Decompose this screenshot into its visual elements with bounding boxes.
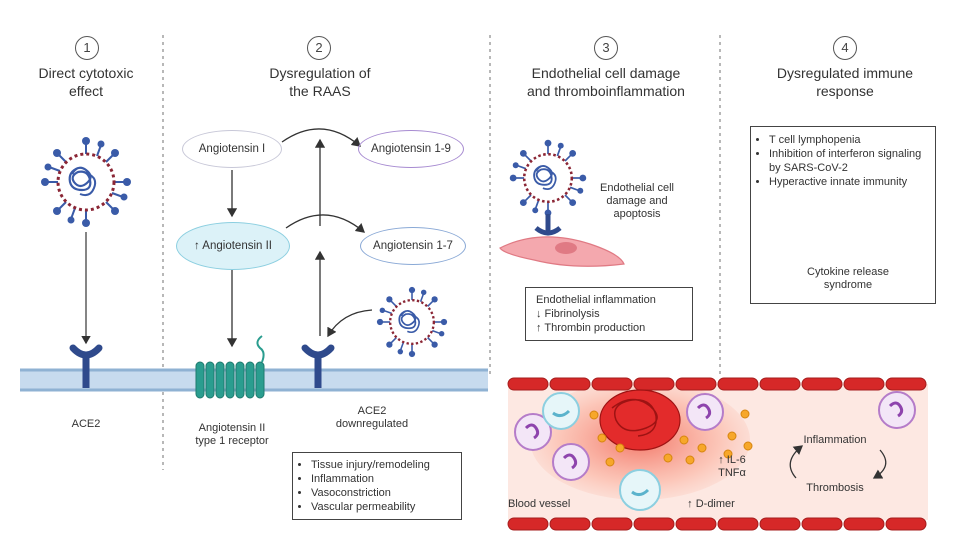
- step-number-2: 2: [307, 36, 331, 60]
- raas-effect-item: Tissue injury/remodeling: [311, 458, 457, 472]
- endothelial-box-line: ↓ Fibrinolysis: [536, 308, 600, 320]
- cytokines-line-2: TNFα: [718, 467, 746, 479]
- ace2-downregulated-line-1: ACE2: [357, 405, 387, 417]
- cytokine-release-line-2: syndrome: [823, 279, 873, 291]
- column-title-2-line-1: Dysregulation of: [269, 65, 371, 81]
- endothelial-damage-label: Endothelial cell damage and apoptosis: [592, 182, 682, 221]
- blood-vessel-label: Blood vessel: [508, 498, 571, 510]
- endothelial-inflammation-box: Endothelial inflammation ↓ Fibrinolysis …: [525, 287, 693, 341]
- ace2-downregulated-line-2: downregulated: [335, 418, 409, 430]
- column-title-2: Dysregulation of the RAAS: [220, 64, 420, 100]
- ace2-downregulated-label: ACE2 downregulated: [322, 405, 422, 431]
- at1-receptor-label-line-2: type 1 receptor: [195, 435, 269, 447]
- cytokine-release-label: Cytokine release syndrome: [780, 266, 916, 292]
- endothelial-box-line: Endothelial inflammation: [536, 294, 656, 306]
- cytokine-release-line-1: Cytokine release: [807, 266, 889, 278]
- column-title-1-line-2: effect: [69, 83, 103, 99]
- column-title-1-line-1: Direct cytotoxic: [38, 65, 134, 81]
- at1-receptor-label-line-1: Angiotensin II: [198, 422, 266, 434]
- step-number-1: 1: [75, 36, 99, 60]
- raas-effect-item: Inflammation: [311, 472, 457, 486]
- raas-effect-item: Vasoconstriction: [311, 486, 457, 500]
- thrombosis-label: Thrombosis: [806, 482, 864, 494]
- immune-bullet: Inhibition of interferon signaling by SA…: [769, 147, 931, 175]
- column-title-4-line-1: Dysregulated immune: [776, 65, 914, 81]
- neutrophils: [514, 391, 916, 481]
- at1-receptor-label: Angiotensin II type 1 receptor: [180, 422, 284, 448]
- endothelial-damage-line-3: apoptosis: [613, 208, 661, 220]
- column-title-3-line-2: and thromboinflammation: [527, 83, 685, 99]
- immune-bullet: Hyperactive innate immunity: [769, 175, 931, 189]
- endothelial-box-line: ↑ Thrombin production: [536, 322, 646, 334]
- endothelial-damage-line-1: Endothelial cell: [600, 182, 674, 194]
- column-title-1: Direct cytotoxic effect: [10, 64, 162, 100]
- raas-effects-box: Tissue injury/remodeling Inflammation Va…: [292, 452, 462, 520]
- column-title-3: Endothelial cell damage and thromboinfla…: [492, 64, 720, 100]
- raas-effect-item: Vascular permeability: [311, 500, 457, 514]
- column-title-4: Dysregulated immune response: [735, 64, 955, 100]
- ace2-label: ACE2: [71, 418, 101, 430]
- angiotensin-1-7-node: Angiotensin 1-7: [360, 227, 466, 265]
- monocytes: [542, 392, 661, 511]
- angiotensin-2-node: ↑ Angiotensin II: [176, 222, 290, 270]
- step-number-4: 4: [833, 36, 857, 60]
- step-number-3: 3: [594, 36, 618, 60]
- blood-vessel: [507, 377, 928, 531]
- d-dimer-label: ↑ D-dimer: [687, 498, 735, 510]
- cytokines-label: ↑ IL-6 TNFα: [712, 454, 752, 480]
- at1-receptor-shape: [195, 335, 265, 399]
- column-title-2-line-2: the RAAS: [289, 83, 351, 99]
- endothelial-damage-line-2: damage and: [606, 195, 668, 207]
- angiotensin-1-9-node: Angiotensin 1-9: [358, 130, 464, 168]
- column-title-3-line-1: Endothelial cell damage: [531, 65, 681, 81]
- cytokines-line-1: ↑ IL-6: [718, 454, 746, 466]
- inflammation-label: Inflammation: [803, 434, 867, 446]
- column-title-4-line-2: response: [816, 83, 874, 99]
- immune-bullet: T cell lymphopenia: [769, 133, 931, 147]
- immune-response-box: T cell lymphopenia Inhibition of interfe…: [750, 126, 936, 304]
- angiotensin-1-node: Angiotensin I: [182, 130, 282, 168]
